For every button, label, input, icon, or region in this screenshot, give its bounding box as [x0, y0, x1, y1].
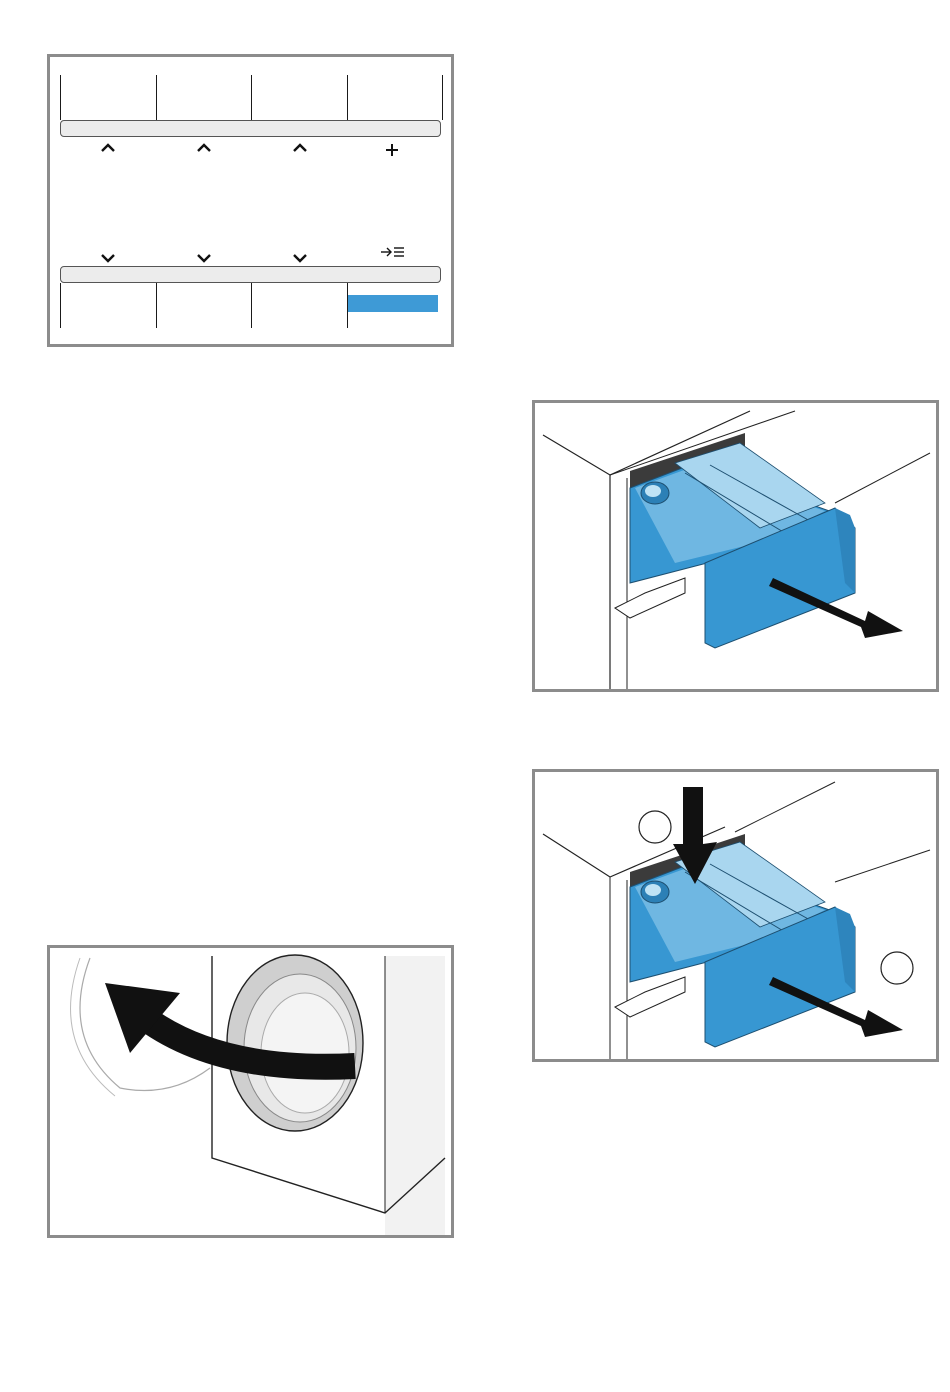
divider — [156, 75, 157, 120]
divider — [442, 75, 443, 120]
chevron-up-icon[interactable] — [280, 135, 320, 161]
divider — [251, 283, 252, 328]
divider — [347, 75, 348, 120]
arrow-right-list-icon[interactable] — [372, 239, 412, 265]
door-open-figure — [47, 945, 454, 1238]
divider — [60, 283, 61, 328]
selected-field-highlight — [348, 295, 438, 312]
divider — [156, 283, 157, 328]
callout-2 — [881, 952, 913, 984]
divider — [60, 75, 61, 120]
drawer-pull-figure — [532, 400, 939, 692]
callout-1 — [639, 811, 671, 843]
drawer-release-figure — [532, 769, 939, 1062]
panel-bottom-strip — [60, 266, 441, 283]
control-panel-figure — [47, 54, 454, 347]
chevron-up-icon[interactable] — [184, 135, 224, 161]
chevron-up-icon[interactable] — [88, 135, 128, 161]
plus-icon[interactable] — [372, 137, 412, 163]
divider — [251, 75, 252, 120]
